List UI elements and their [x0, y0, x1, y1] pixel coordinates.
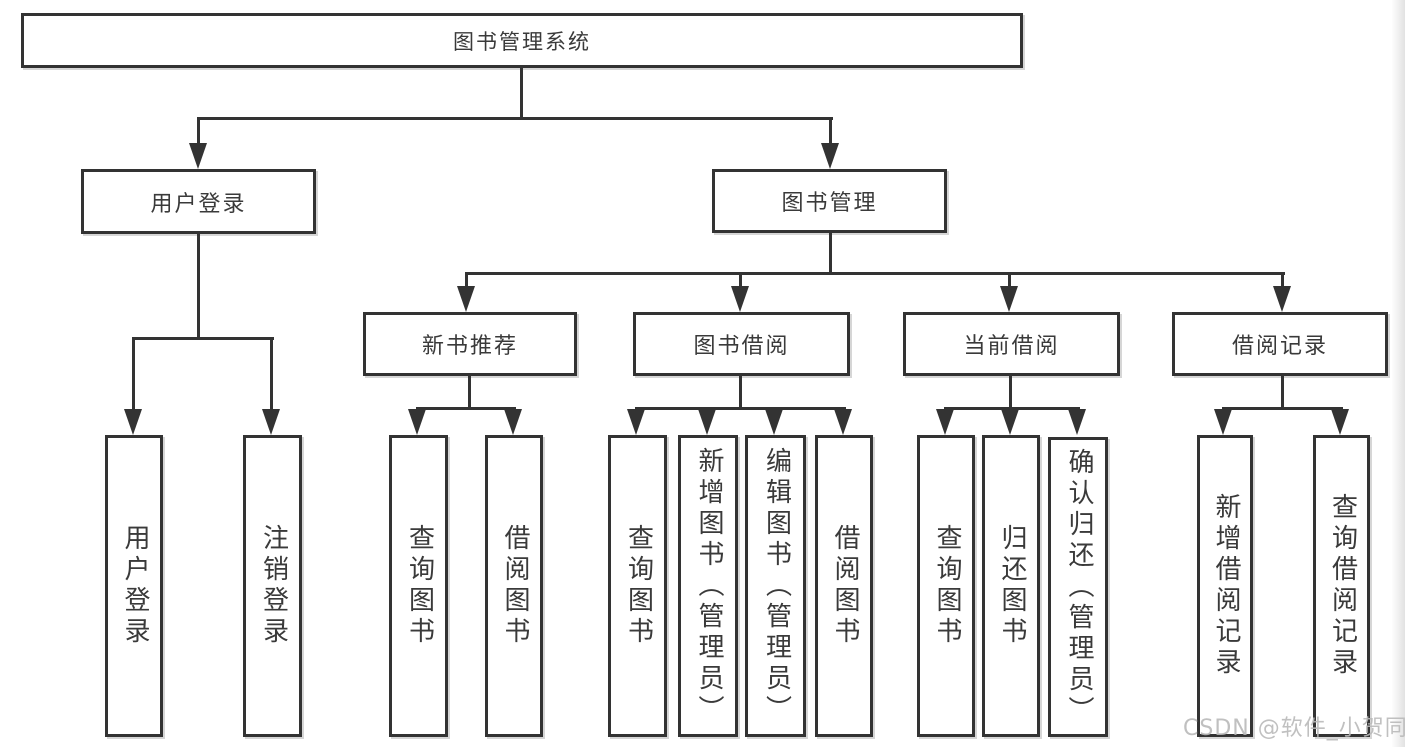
arrow-down-icon — [457, 286, 475, 312]
connector-line — [1281, 376, 1284, 410]
leaf-edit-books-admin: 编辑图书（管理员） — [745, 435, 806, 737]
connector-line — [270, 337, 273, 413]
leaf-query-books-current: 查询图书 — [917, 435, 975, 737]
node-label: 图书管理 — [781, 191, 878, 216]
node-label: 查询图书 — [404, 524, 435, 648]
connector-line — [132, 337, 135, 413]
node-borrowing-records: 借阅记录 — [1172, 312, 1388, 376]
node-label: 图书管理系统 — [453, 29, 591, 54]
connector-line — [1222, 407, 1343, 410]
leaf-borrow-books-borrowing: 借阅图书 — [815, 435, 873, 737]
node-label: 图书借阅 — [693, 334, 790, 359]
leaf-add-borrow-record: 新增借阅记录 — [1197, 435, 1253, 737]
connector-line — [465, 272, 1285, 275]
connector-line — [739, 272, 742, 290]
connector-line — [1008, 272, 1011, 290]
arrow-down-icon — [504, 409, 522, 435]
connector-line — [465, 272, 468, 290]
node-label: 新增借阅记录 — [1210, 493, 1241, 679]
node-label: 归还图书 — [996, 524, 1027, 648]
arrow-down-icon — [1331, 409, 1349, 435]
connector-line — [1281, 272, 1284, 290]
node-label: 编辑图书（管理员） — [761, 446, 792, 726]
arrow-down-icon — [698, 409, 716, 435]
leaf-query-books-recommend: 查询图书 — [389, 435, 448, 737]
arrow-down-icon — [189, 143, 207, 169]
arrow-down-icon — [262, 409, 280, 435]
node-book-management: 图书管理 — [712, 169, 947, 233]
leaf-query-books-borrowing: 查询图书 — [608, 435, 667, 737]
arrow-down-icon — [936, 409, 954, 435]
node-label: 查询图书 — [931, 524, 962, 648]
leaf-borrow-books-recommend: 借阅图书 — [485, 435, 543, 737]
node-label: 新书推荐 — [421, 334, 518, 359]
connector-line — [132, 337, 274, 340]
node-user-login: 用户登录 — [81, 169, 316, 234]
connector-line — [739, 376, 742, 410]
node-label: 用户登录 — [150, 191, 247, 217]
arrow-down-icon — [408, 409, 426, 435]
leaf-user-login: 用户登录 — [105, 435, 163, 737]
arrow-down-icon — [821, 143, 839, 169]
node-book-borrowing: 图书借阅 — [633, 312, 850, 376]
page-edge-shade — [1392, 0, 1405, 747]
connector-line — [944, 407, 1080, 410]
arrow-down-icon — [1000, 286, 1018, 312]
arrow-down-icon — [1068, 409, 1086, 435]
connector-line — [197, 117, 200, 147]
node-label: 注销登录 — [258, 524, 289, 648]
arrow-down-icon — [731, 286, 749, 312]
node-label: 借阅图书 — [829, 524, 860, 648]
node-current-borrowing: 当前借阅 — [903, 312, 1120, 376]
node-label: 当前借阅 — [963, 334, 1060, 359]
node-new-book-recommendation: 新书推荐 — [363, 312, 577, 376]
arrow-down-icon — [1001, 409, 1019, 435]
connector-line — [416, 407, 516, 410]
node-library-management-system: 图书管理系统 — [21, 13, 1023, 68]
arrow-down-icon — [1214, 409, 1232, 435]
leaf-add-books-admin: 新增图书（管理员） — [678, 435, 738, 737]
arrow-down-icon — [834, 409, 852, 435]
connector-line — [635, 407, 846, 410]
node-label: 新增图书（管理员） — [693, 446, 724, 726]
watermark: CSDN @软件_小贺同学 — [1183, 716, 1405, 741]
connector-line — [829, 233, 832, 275]
leaf-logout: 注销登录 — [243, 435, 302, 737]
connector-line — [197, 117, 833, 120]
leaf-confirm-return-admin: 确认归还（管理员） — [1048, 437, 1108, 737]
node-label: 借阅记录 — [1231, 334, 1328, 359]
arrow-down-icon — [1273, 286, 1291, 312]
node-label: 查询借阅记录 — [1327, 493, 1358, 679]
connector-line — [829, 117, 832, 147]
connector-line — [468, 376, 471, 410]
node-label: 查询图书 — [623, 524, 654, 648]
node-label: 借阅图书 — [499, 524, 530, 648]
node-label: 确认归还（管理员） — [1063, 447, 1094, 727]
arrow-down-icon — [765, 409, 783, 435]
leaf-return-books: 归还图书 — [982, 435, 1040, 737]
leaf-query-borrow-record: 查询借阅记录 — [1313, 435, 1370, 737]
connector-line — [1009, 376, 1012, 410]
node-label: 用户登录 — [119, 524, 150, 648]
connector-line — [197, 234, 200, 340]
arrow-down-icon — [124, 409, 142, 435]
connector-line — [520, 68, 523, 118]
arrow-down-icon — [627, 409, 645, 435]
